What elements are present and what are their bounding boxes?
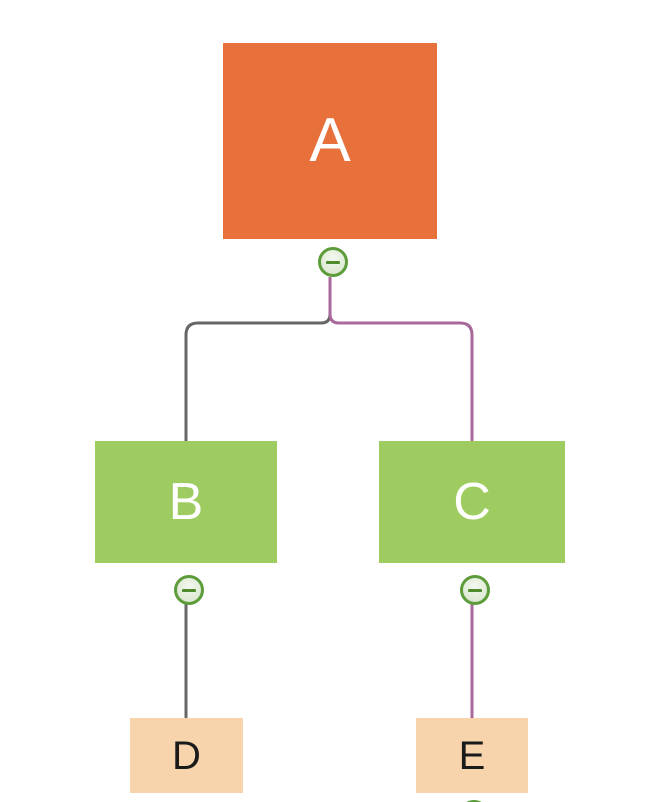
node-e-label: E [458, 733, 486, 778]
node-a-label: A [309, 106, 351, 175]
minus-icon [326, 260, 340, 264]
minus-icon [182, 588, 196, 592]
node-b[interactable]: B [95, 441, 277, 563]
node-b-label: B [168, 473, 204, 531]
link-a-to-b [184, 277, 332, 441]
minus-icon [468, 588, 482, 592]
collapse-toggle-b[interactable] [174, 575, 204, 605]
node-a[interactable]: A [223, 43, 437, 239]
node-d[interactable]: D [130, 718, 243, 793]
node-d-label: D [172, 733, 201, 778]
node-e[interactable]: E [416, 718, 528, 793]
collapse-toggle-c[interactable] [460, 575, 490, 605]
node-c[interactable]: C [379, 441, 565, 563]
link-a-to-c [328, 277, 474, 441]
collapse-toggle-a[interactable] [318, 247, 348, 277]
node-c-label: C [453, 473, 491, 531]
